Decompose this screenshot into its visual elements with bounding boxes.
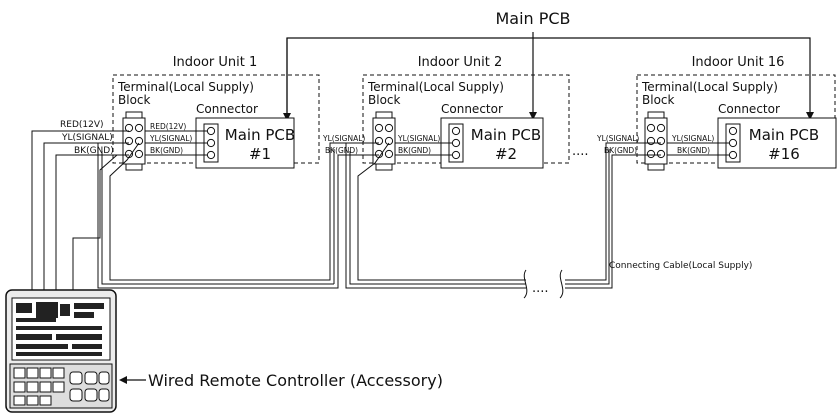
unit-1-block-label: Block <box>118 93 151 107</box>
indoor-unit-1: Indoor Unit 1 Terminal(Local Supply) Blo… <box>60 55 320 171</box>
unit-2-terminal-label: Terminal(Local Supply) <box>367 80 504 94</box>
unit-2-bk-out: BK(GND) <box>398 146 431 155</box>
unit-1-terminal-label: Terminal(Local Supply) <box>117 80 254 94</box>
unit-16-terminal-block <box>644 111 668 171</box>
diagram-title: Main PCB <box>495 9 570 28</box>
unit-16-connector-label: Connector <box>718 102 780 116</box>
remote-red-label: RED(12V) <box>60 120 104 130</box>
unit-2-bk-in: BK(GND) <box>325 146 358 155</box>
unit-16-pcb-label: Main PCB <box>749 126 819 144</box>
unit-16-name: Indoor Unit 16 <box>692 55 785 70</box>
connecting-cable-label: Connecting Cable(Local Supply) <box>609 261 752 271</box>
unit-16-yl-out: YL(SIGNAL) <box>671 134 714 143</box>
unit-2-pcb-label: Main PCB <box>471 126 541 144</box>
unit-2-block-label: Block <box>368 93 401 107</box>
unit-1-connector-label: Connector <box>196 102 258 116</box>
unit-2-yl-in: YL(SIGNAL) <box>322 134 365 143</box>
wiring-lines <box>31 130 661 299</box>
unit-16-terminal-label: Terminal(Local Supply) <box>641 80 778 94</box>
unit-16-yl-in: YL(SIGNAL) <box>596 134 639 143</box>
indoor-unit-2: Indoor Unit 2 Terminal(Local Supply) Blo… <box>322 55 570 171</box>
unit-2-yl-out: YL(SIGNAL) <box>397 134 440 143</box>
unit-16-bk-in: BK(GND) <box>604 146 637 155</box>
units-ellipsis: .... <box>572 144 589 159</box>
unit-2-name: Indoor Unit 2 <box>418 55 503 70</box>
unit-1-bk-out: BK(GND) <box>150 146 183 155</box>
break-ellipsis: .... <box>532 281 549 296</box>
unit-1-pcb-number: #1 <box>249 145 271 163</box>
remote-controller-label: Wired Remote Controller (Accessory) <box>148 371 443 390</box>
wired-remote-controller <box>5 289 117 413</box>
indoor-unit-16: Indoor Unit 16 Terminal(Local Supply) Bl… <box>596 55 837 171</box>
unit-16-block-label: Block <box>642 93 675 107</box>
unit-16-bk-out: BK(GND) <box>677 146 710 155</box>
unit-1-name: Indoor Unit 1 <box>173 55 258 70</box>
unit-1-red-out: RED(12V) <box>150 122 186 131</box>
remote-yl-label: YL(SIGNAL) <box>61 133 113 143</box>
unit-1-yl-out: YL(SIGNAL) <box>149 134 192 143</box>
remote-bk-label: BK(GND) <box>74 146 114 156</box>
unit-2-pcb-number: #2 <box>495 145 517 163</box>
unit-16-pcb-number: #16 <box>768 145 800 163</box>
unit-1-pcb-label: Main PCB <box>225 126 295 144</box>
unit-2-connector-label: Connector <box>441 102 503 116</box>
